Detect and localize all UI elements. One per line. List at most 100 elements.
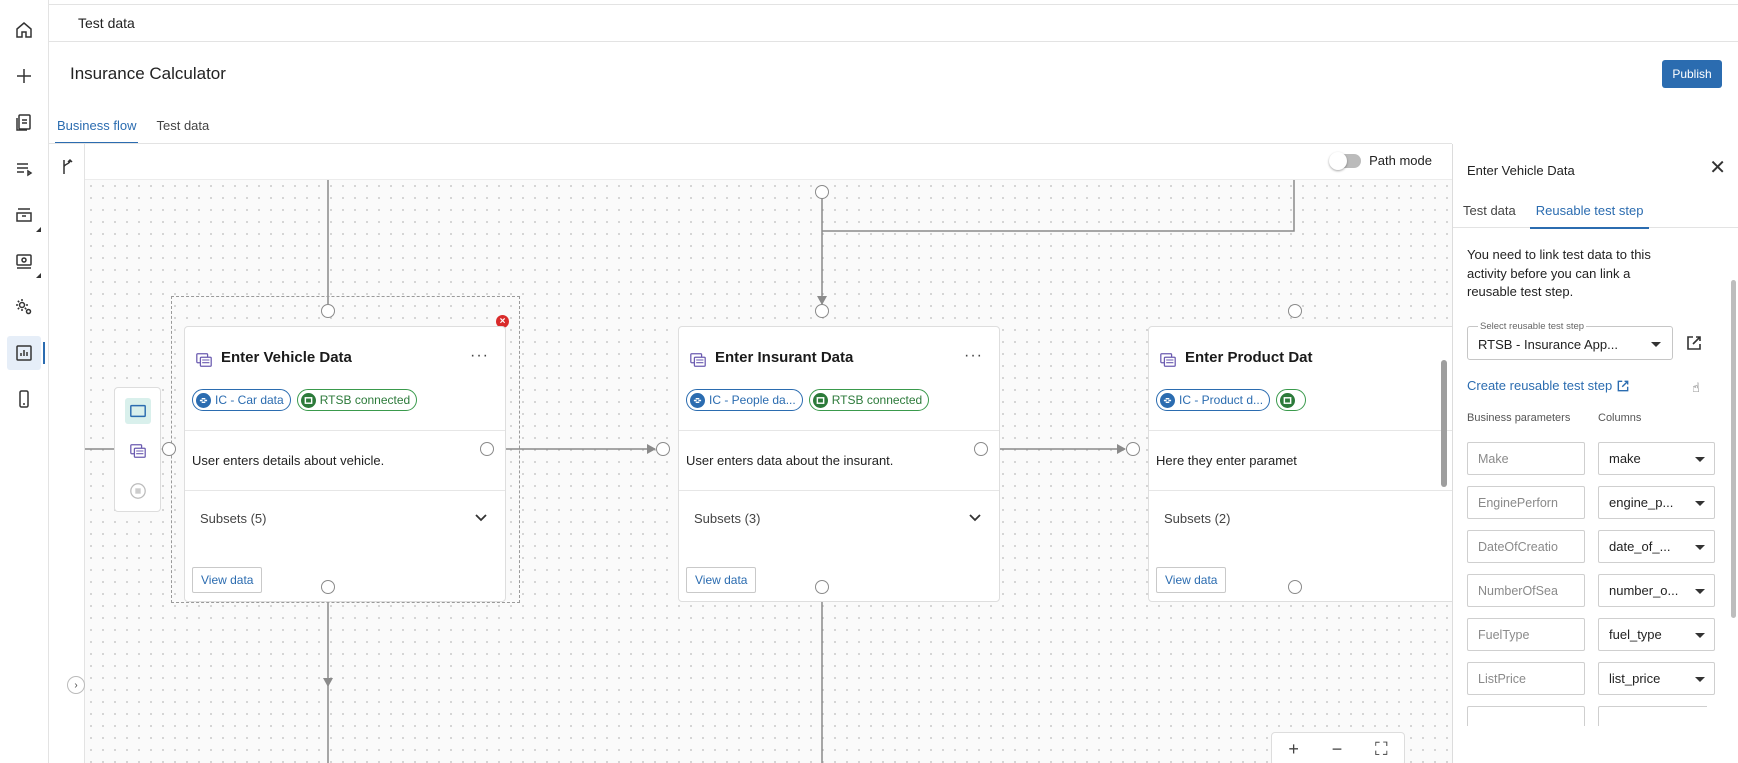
port-bottom[interactable] <box>321 580 335 594</box>
view-data-button[interactable]: View data <box>686 567 757 593</box>
port-top[interactable] <box>321 304 335 318</box>
panel-tab-test-data[interactable]: Test data <box>1463 203 1516 218</box>
flow-canvas[interactable]: Path mode × Enter Vehicle Data ··· <box>49 144 1452 763</box>
main-tabs: Business flow Test data <box>49 110 217 144</box>
documents-icon[interactable] <box>7 105 41 139</box>
port-left[interactable] <box>656 442 670 456</box>
mapping-row: NumberOfSea number_o... <box>1467 574 1715 607</box>
port-left[interactable] <box>1126 442 1140 456</box>
rtsb-chip[interactable]: RTSB connected <box>808 389 930 411</box>
list-icon[interactable] <box>7 151 41 185</box>
create-reusable-step-link[interactable]: Create reusable test step <box>1467 378 1630 393</box>
top-bar: Test data <box>49 4 1738 42</box>
port-bottom[interactable] <box>1288 580 1302 594</box>
link-icon <box>196 392 211 408</box>
left-rail <box>0 0 49 763</box>
subsets-toggle[interactable]: Subsets (5) <box>185 491 505 545</box>
column-select[interactable]: engine_p... <box>1598 486 1715 519</box>
test-data-chip[interactable]: IC - Product d... <box>1156 389 1271 411</box>
mobile-icon[interactable] <box>7 382 41 416</box>
chevron-down-icon <box>1695 457 1705 462</box>
chevron-down-icon <box>1695 545 1705 550</box>
port-left[interactable] <box>162 442 176 456</box>
business-parameter-field[interactable]: ListPrice <box>1467 662 1585 695</box>
column-select[interactable]: fuel_type <box>1598 618 1715 651</box>
card-description: User enters details about vehicle. <box>185 431 505 491</box>
pointer-cursor-icon: ☝ <box>1692 380 1700 395</box>
business-parameter-field[interactable]: NumberOfSea <box>1467 574 1585 607</box>
business-parameter-field[interactable] <box>1467 706 1585 726</box>
page-title: Insurance Calculator <box>70 64 226 83</box>
branch-icon[interactable] <box>58 158 76 176</box>
business-parameter-field[interactable]: EnginePerforn <box>1467 486 1585 519</box>
publish-button[interactable]: Publish <box>1662 60 1722 88</box>
path-mode-toggle[interactable] <box>1329 151 1362 170</box>
port-top[interactable] <box>1288 304 1302 318</box>
monitor-icon[interactable] <box>7 244 41 278</box>
card-menu-icon[interactable]: ··· <box>470 347 489 364</box>
zoom-controls: + − ⛶ <box>1271 732 1405 763</box>
column-select[interactable]: make <box>1598 442 1715 475</box>
zoom-in-button[interactable]: + <box>1288 738 1299 759</box>
open-external-icon[interactable] <box>1685 334 1703 352</box>
expand-arrow-icon[interactable]: › <box>67 676 85 694</box>
archive-icon[interactable] <box>7 198 41 232</box>
test-data-chip[interactable]: IC - Car data <box>192 389 291 411</box>
panel-title: Enter Vehicle Data <box>1467 163 1575 178</box>
business-parameter-field[interactable]: FuelType <box>1467 618 1585 651</box>
chip-label: RTSB connected <box>831 393 923 407</box>
card-menu-icon[interactable]: ··· <box>964 347 983 364</box>
card-header: Enter Insurant Data ··· IC - People da..… <box>679 327 999 431</box>
close-icon[interactable]: ✕ <box>1709 157 1726 179</box>
screen-node-icon[interactable] <box>125 398 151 424</box>
subsets-label: Subsets (3) <box>694 510 761 526</box>
activity-card-enter-product-data[interactable]: Enter Product Dat IC - Product d... Here… <box>1148 326 1452 602</box>
subsets-label: Subsets (2) <box>1164 510 1231 526</box>
chevron-down-icon <box>969 514 981 522</box>
column-select[interactable] <box>1598 706 1707 726</box>
zoom-out-button[interactable]: − <box>1331 738 1343 759</box>
home-icon[interactable] <box>7 13 41 47</box>
card-header: Enter Vehicle Data ··· IC - Car data RTS… <box>185 327 505 431</box>
activity-data-icon <box>1160 353 1176 367</box>
port-top[interactable] <box>815 304 829 318</box>
view-data-button[interactable]: View data <box>192 567 263 593</box>
card-title: Enter Product Dat <box>1185 349 1313 366</box>
settings-icon[interactable] <box>7 290 41 324</box>
business-parameter-field[interactable]: Make <box>1467 442 1585 475</box>
column-select[interactable]: list_price <box>1598 662 1715 695</box>
activity-card-enter-vehicle-data[interactable]: Enter Vehicle Data ··· IC - Car data RTS… <box>184 326 506 602</box>
activity-card-enter-insurant-data[interactable]: Enter Insurant Data ··· IC - People da..… <box>678 326 1000 602</box>
test-data-chip[interactable]: IC - People da... <box>686 389 803 411</box>
end-node-icon[interactable] <box>125 478 151 504</box>
chip-label: IC - Car data <box>215 393 284 407</box>
mapping-row: DateOfCreatio date_of_... <box>1467 530 1715 563</box>
column-select[interactable]: number_o... <box>1598 574 1715 607</box>
rtsb-chip[interactable] <box>1276 389 1307 411</box>
business-parameter-field[interactable]: DateOfCreatio <box>1467 530 1585 563</box>
view-data-button[interactable]: View data <box>1156 567 1227 593</box>
breadcrumb[interactable]: Test data <box>78 15 135 31</box>
port-bottom[interactable] <box>815 185 829 199</box>
reusable-step-select[interactable]: Select reusable test step RTSB - Insuran… <box>1467 321 1673 360</box>
analytics-icon[interactable] <box>7 336 45 370</box>
canvas-scrollbar[interactable] <box>1441 360 1447 487</box>
rtsb-chip[interactable]: RTSB connected <box>296 389 418 411</box>
subsets-toggle[interactable]: Subsets (2) <box>1149 491 1452 545</box>
open-external-icon <box>1617 380 1629 391</box>
add-icon[interactable] <box>7 59 41 93</box>
error-badge-icon[interactable]: × <box>496 315 509 328</box>
tab-test-data[interactable]: Test data <box>156 118 210 133</box>
panel-tab-reusable-test-step[interactable]: Reusable test step <box>1526 194 1654 229</box>
data-node-icon[interactable] <box>125 438 151 464</box>
column-select[interactable]: date_of_... <box>1598 530 1715 563</box>
column-value: make <box>1609 451 1641 466</box>
tab-business-flow[interactable]: Business flow <box>49 110 144 144</box>
subsets-toggle[interactable]: Subsets (3) <box>679 491 999 545</box>
port-right[interactable] <box>974 442 988 456</box>
port-bottom[interactable] <box>815 580 829 594</box>
port-right[interactable] <box>480 442 494 456</box>
panel-scrollbar[interactable] <box>1731 280 1736 618</box>
fit-view-icon[interactable]: ⛶ <box>1374 738 1388 759</box>
